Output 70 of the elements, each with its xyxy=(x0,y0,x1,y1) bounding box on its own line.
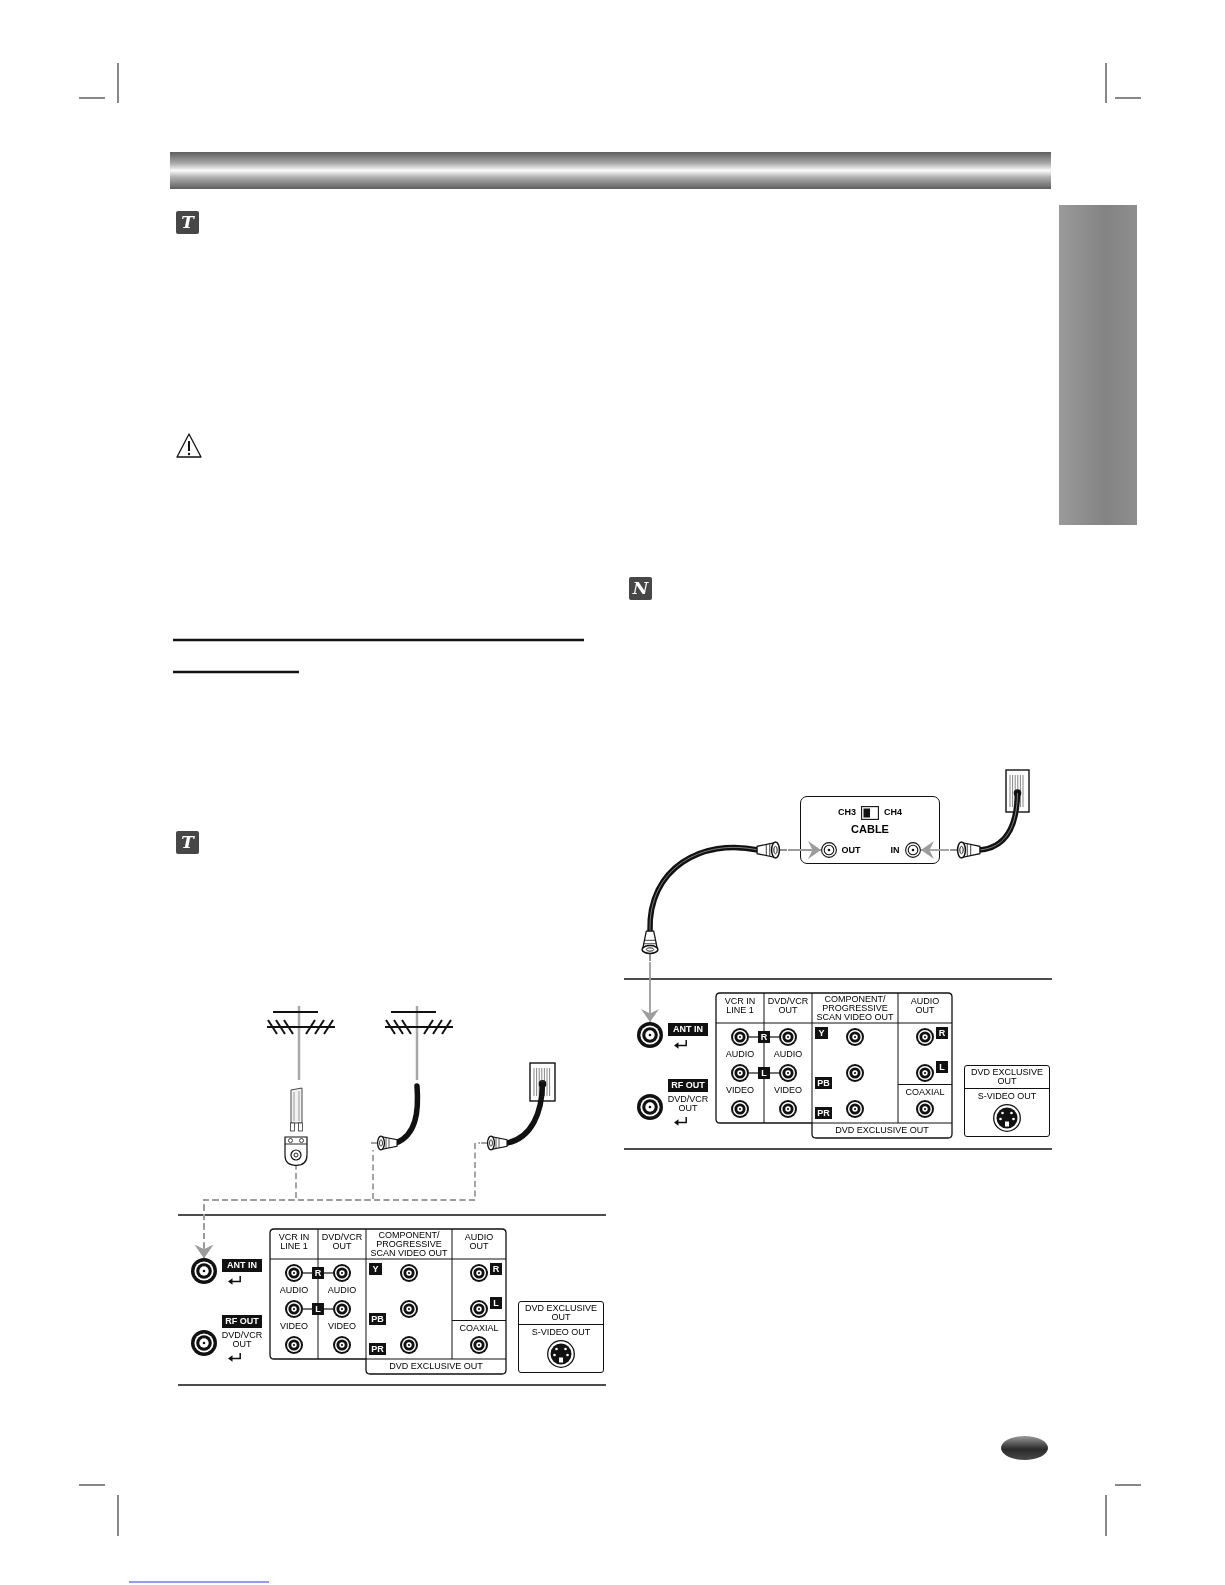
channel-tag: PR xyxy=(369,1343,386,1355)
section-label: DVD EXCLUSIVE OUT xyxy=(389,1361,483,1371)
channel-tag: PB xyxy=(369,1313,386,1325)
column-header: VCR IN LINE 1 xyxy=(723,997,757,1015)
port-header: S-VIDEO OUT xyxy=(977,1091,1037,1101)
column-header: VCR IN LINE 1 xyxy=(277,1233,311,1251)
s-video-panel xyxy=(964,1065,1050,1137)
channel-tag: R xyxy=(758,1031,770,1043)
tip-marker: T xyxy=(176,211,199,234)
jack-label: AUDIO xyxy=(725,1050,755,1059)
dashed-arrow xyxy=(195,1142,481,1259)
coaxial-jack xyxy=(821,842,837,858)
column-header: COMPONENT/ PROGRESSIVE SCAN VIDEO OUT xyxy=(815,994,895,1022)
port-tag: RF OUT xyxy=(222,1315,262,1328)
channel-tag: R xyxy=(312,1267,324,1279)
port-label: DVD/VCR OUT xyxy=(220,1331,264,1349)
jack-label: VIDEO xyxy=(280,1322,308,1331)
port-header: DVD EXCLUSIVE OUT xyxy=(970,1068,1044,1086)
jack-label: COAXIAL xyxy=(905,1088,945,1097)
jack-label: AUDIO xyxy=(327,1286,357,1295)
channel-tag: L xyxy=(936,1061,948,1073)
column-header: DVD/VCR OUT xyxy=(320,1233,364,1251)
arrow xyxy=(787,841,822,859)
jack-label: OUT xyxy=(841,845,861,855)
switch-label: CH3 xyxy=(838,808,856,817)
column-header: AUDIO OUT xyxy=(463,1233,495,1251)
coaxial-jack xyxy=(191,1258,217,1284)
s-video-panel xyxy=(518,1301,604,1373)
antenna-drawing xyxy=(370,1004,454,1150)
jack-label: VIDEO xyxy=(328,1322,356,1331)
arrow xyxy=(641,961,659,1023)
channel-tag: L xyxy=(758,1067,770,1079)
channel-tag: L xyxy=(312,1303,324,1315)
channel-tag: L xyxy=(490,1297,502,1309)
jack-label: AUDIO xyxy=(279,1286,309,1295)
coaxial-jack xyxy=(905,842,921,858)
wall-outlet-drawing xyxy=(480,1062,556,1152)
device-label: CABLE xyxy=(851,824,889,835)
cable-box xyxy=(800,796,940,864)
channel-tag: R xyxy=(936,1027,948,1039)
channel-tag: PB xyxy=(815,1077,832,1089)
port-label: DVD/VCR OUT xyxy=(666,1095,710,1113)
jack-label: VIDEO xyxy=(774,1086,802,1095)
jack-label: IN xyxy=(890,845,900,855)
switch-label: CH4 xyxy=(884,808,902,817)
wall-outlet-drawing xyxy=(949,769,1030,858)
port-header: DVD EXCLUSIVE OUT xyxy=(524,1304,598,1322)
port-tag: RF OUT xyxy=(668,1079,708,1092)
port-tag: ANT IN xyxy=(222,1259,262,1272)
jack-label: COAXIAL xyxy=(459,1324,499,1333)
tip-marker: T xyxy=(176,831,199,854)
note-marker: N xyxy=(629,577,652,600)
coaxial-jack xyxy=(637,1022,663,1048)
column-header: COMPONENT/ PROGRESSIVE SCAN VIDEO OUT xyxy=(369,1230,449,1258)
antenna-drawing xyxy=(266,1004,336,1166)
channel-tag: PR xyxy=(815,1107,832,1119)
side-tab xyxy=(1059,205,1137,525)
channel-tag: R xyxy=(490,1263,502,1275)
jack-panel xyxy=(270,1229,506,1374)
section-label: DVD EXCLUSIVE OUT xyxy=(835,1125,929,1135)
column-header: DVD/VCR OUT xyxy=(766,997,810,1015)
column-header: AUDIO OUT xyxy=(909,997,941,1015)
jack-panel xyxy=(716,993,952,1138)
jack-label: AUDIO xyxy=(773,1050,803,1059)
jack-label: VIDEO xyxy=(726,1086,754,1095)
port-tag: ANT IN xyxy=(668,1023,708,1036)
port-header: S-VIDEO OUT xyxy=(531,1327,591,1337)
channel-tag: Y xyxy=(369,1263,382,1275)
channel-tag: Y xyxy=(815,1027,828,1039)
arrow xyxy=(920,841,950,859)
